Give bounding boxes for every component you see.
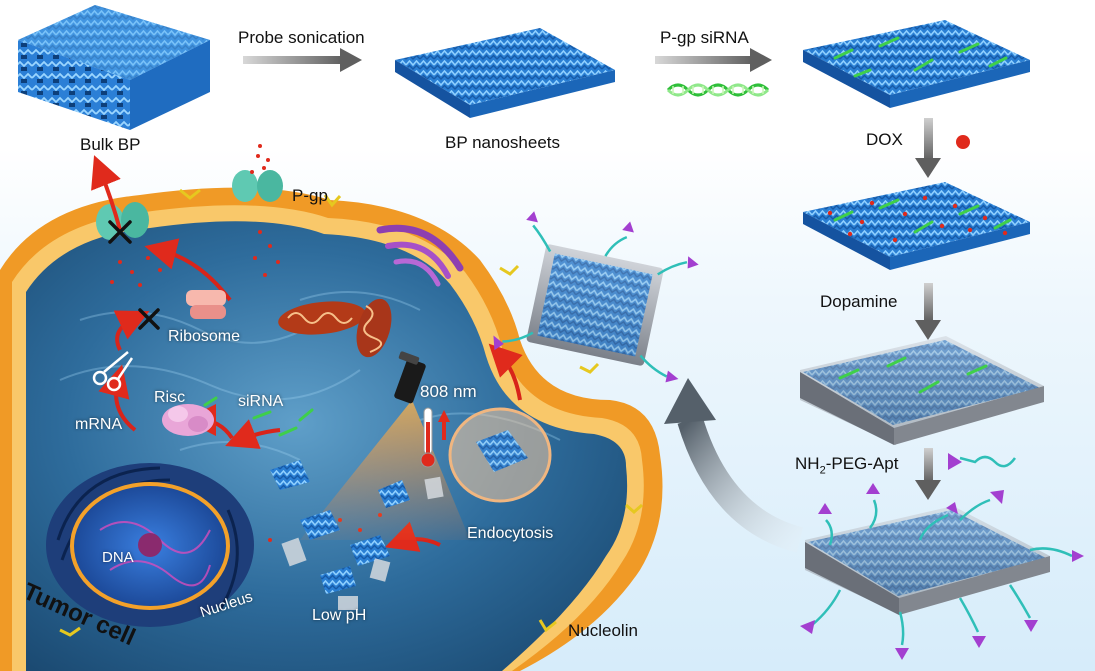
thermometer-icon	[420, 407, 450, 468]
scissors-icon	[92, 351, 134, 392]
label-bulk-bp: Bulk BP	[80, 135, 141, 154]
label-pgp-sirna: P-gp siRNA	[660, 28, 749, 47]
curved-uptake-arrow	[664, 378, 804, 553]
label-risc: Risc	[154, 389, 186, 406]
laser-beam	[300, 400, 470, 540]
bulk-bp-crystal	[18, 5, 210, 130]
arrow-sonication	[243, 48, 362, 72]
label-pgp: P-gp	[292, 186, 328, 205]
arrow-dox	[915, 118, 970, 178]
nucleolin-receptors	[59, 188, 643, 637]
endosome	[448, 407, 552, 503]
ribosome	[186, 290, 226, 319]
entering-nanoplatform	[493, 211, 699, 383]
bp-sirna-dox-sheet	[803, 182, 1030, 270]
pda-coated-sheet	[800, 336, 1044, 445]
pgp-pump-right	[232, 144, 283, 202]
cross-mark-icon	[138, 308, 160, 330]
laser-pointer-icon	[394, 351, 426, 404]
golgi-apparatus	[376, 224, 464, 287]
cross-mark-icon	[108, 220, 132, 244]
label-endocytosis: Endocytosis	[467, 525, 554, 542]
label-sirna: siRNA	[238, 393, 284, 410]
arrow-sirna	[655, 48, 772, 72]
nucleus	[46, 463, 254, 627]
label-probe-sonication: Probe sonication	[238, 28, 365, 47]
label-nh2-peg-apt: NH2-PEG-Apt	[795, 454, 899, 477]
sirna-helix-icon	[666, 83, 770, 97]
label-low-ph: Low pH	[312, 607, 367, 624]
label-mrna: mRNA	[75, 416, 123, 433]
label-808nm: 808 nm	[420, 382, 477, 401]
bp-nanosheet	[395, 28, 615, 118]
label-dopamine: Dopamine	[820, 292, 898, 311]
label-nucleolin: Nucleolin	[568, 621, 638, 640]
label-dox: DOX	[866, 130, 903, 149]
label-bp-nanosheets: BP nanosheets	[445, 133, 560, 152]
final-nanoplatform	[800, 483, 1084, 660]
arrow-dopamine	[915, 283, 941, 340]
efflux-arrow	[91, 155, 122, 231]
arrow-peg-apt	[915, 448, 1017, 500]
risc-complex	[162, 404, 214, 436]
label-ribosome: Ribosome	[168, 328, 241, 345]
mitochondrion	[278, 301, 366, 335]
bp-sirna-sheet	[803, 20, 1030, 108]
degraded-fragments	[270, 460, 444, 610]
sirna-fragments	[203, 396, 314, 437]
label-dna: DNA	[102, 549, 134, 566]
mitochondrion-small	[356, 298, 392, 358]
